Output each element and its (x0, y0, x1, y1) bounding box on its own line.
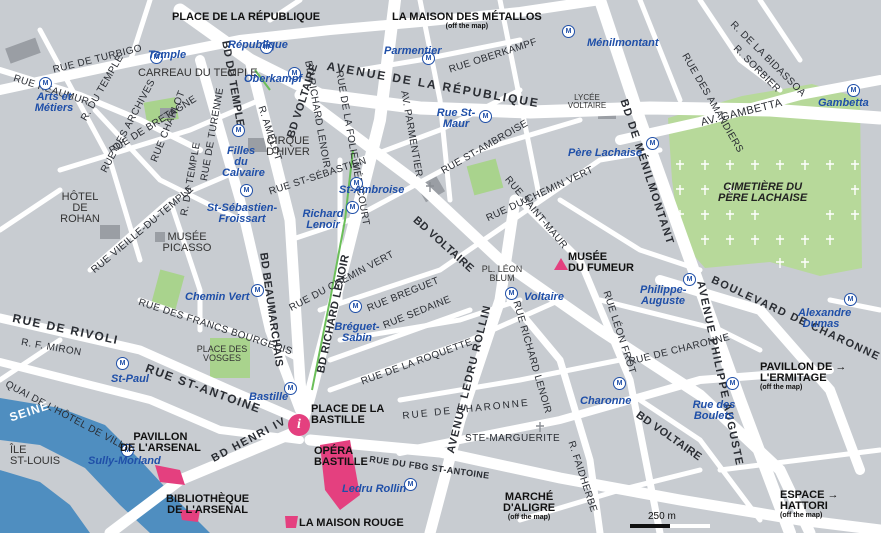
metro-station-parmentier[interactable]: Parmentier (384, 45, 442, 57)
metro-icon[interactable]: M (288, 67, 301, 80)
park-vosges (210, 338, 250, 378)
metro-station-voltaire[interactable]: Voltaire (524, 291, 564, 303)
metro-icon[interactable]: M (346, 201, 359, 214)
label-pl-leon-blum: PL. LÉON BLUM (481, 264, 523, 283)
metro-icon[interactable]: M (646, 137, 659, 150)
park-picasso (150, 269, 185, 313)
metro-station-arts[interactable]: Arts et Métiers (34, 91, 74, 114)
metro-icon[interactable]: M (150, 51, 163, 64)
metro-icon[interactable]: M (121, 444, 134, 457)
metro-icon[interactable]: M (240, 184, 253, 197)
metro-station-richard-lenoir[interactable]: Richard Lenoir (302, 208, 344, 231)
metro-station-st-ambroise[interactable]: St-Ambroise (339, 184, 405, 196)
metro-station-gambetta[interactable]: Gambetta (818, 97, 869, 109)
metro-station-oberkampf[interactable]: Oberkampf (244, 73, 303, 85)
metro-station-st-paul[interactable]: St-Paul (111, 373, 149, 385)
poi-pavillon-de-l-ermitage[interactable]: PAVILLON DE →L'ERMITAGE(off the map) (760, 361, 847, 392)
scale-label: 250 m (648, 511, 676, 522)
label-musee-picasso: MUSÉE PICASSO (162, 231, 212, 254)
street-ste-marguerite: STE-MARGUERITE (465, 433, 561, 444)
poi-maison-des-metallos[interactable]: LA MAISON DES MÉTALLOS(off the map) (392, 11, 542, 31)
metro-station-charonne[interactable]: Charonne (580, 395, 632, 407)
info-icon[interactable]: i (288, 414, 310, 436)
metro-station-republique[interactable]: République (228, 39, 288, 51)
metro-icon[interactable]: M (844, 293, 857, 306)
metro-icon[interactable]: M (116, 357, 129, 370)
metro-line (311, 149, 354, 391)
metro-station-chemin-vert[interactable]: Chemin Vert (185, 291, 250, 303)
metro-station-ledru-rollin[interactable]: Ledru Rollin (342, 483, 407, 495)
metro-icon[interactable]: M (847, 84, 860, 97)
poi-la-maison-rouge[interactable]: LA MAISON ROUGE (299, 517, 404, 529)
metro-station-rue-des-boulets[interactable]: Rue des Boulets (692, 399, 736, 422)
cemetery-crosses (676, 160, 859, 268)
metro-station-temple[interactable]: Temple (148, 49, 187, 61)
metro-station-alexandre-dumas[interactable]: Alexandre Dumas (798, 307, 852, 330)
metro-icon[interactable]: M (726, 377, 739, 390)
metro-station-bastille[interactable]: Bastille (249, 391, 289, 403)
poi-place-de-la-republique[interactable]: PLACE DE LA RÉPUBLIQUE (172, 11, 321, 23)
metro-icon[interactable]: M (404, 478, 417, 491)
metro-icon[interactable]: M (284, 382, 297, 395)
metro-icon[interactable]: M (613, 377, 626, 390)
label-hotel-de-rohan: HÔTEL DE ROHAN (60, 191, 100, 225)
metro-station-rue-st-maur[interactable]: Rue St-Maur (436, 107, 476, 130)
metro-icon[interactable]: M (251, 284, 264, 297)
park-cirque (466, 158, 504, 196)
metro-station-pere-lachaise[interactable]: Père Lachaise (568, 147, 642, 159)
metro-icon[interactable]: M (422, 52, 435, 65)
metro-icon[interactable]: M (350, 177, 363, 190)
cemetery-area (668, 84, 862, 276)
metro-icon[interactable]: M (232, 124, 245, 137)
poi-espace-hattori[interactable]: ESPACE →HATTORI(off the map) (780, 489, 839, 520)
poi-markers (155, 258, 568, 528)
metro-icon[interactable]: M (505, 287, 518, 300)
label-lycee-voltaire: LYCÉE VOLTAIRE (567, 93, 607, 110)
metro-icon[interactable]: M (260, 41, 273, 54)
scale-bar (630, 524, 710, 528)
metro-station-filles-du-calvaire[interactable]: Filles du Calvaire (222, 145, 265, 179)
metro-station-sully-morland[interactable]: Sully-Morland (88, 455, 161, 467)
ile-st-louis (0, 445, 120, 533)
metro-station-breguet-sabin[interactable]: Bréguet-Sabin (334, 321, 380, 344)
metro-station-st-sebastien[interactable]: St-Sébastien-Froissart (206, 202, 278, 225)
metro-icon[interactable]: M (39, 77, 52, 90)
label-carreau-du-temple: CARREAU DU TEMPLE (138, 67, 258, 79)
metro-icon[interactable]: M (683, 273, 696, 286)
metro-station-menilmontant[interactable]: Ménilmontant (587, 37, 659, 49)
metro-station-philippe-auguste[interactable]: Philippe-Auguste (640, 284, 687, 307)
metro-icon[interactable]: M (349, 300, 362, 313)
label-place-des-vosges: PLACE DES VOSGES (196, 344, 248, 363)
metro-icon[interactable]: M (479, 110, 492, 123)
label-cirque-d-hiver: CIRQUE D'HIVER (266, 135, 310, 158)
metro-icon[interactable]: M (562, 25, 575, 38)
